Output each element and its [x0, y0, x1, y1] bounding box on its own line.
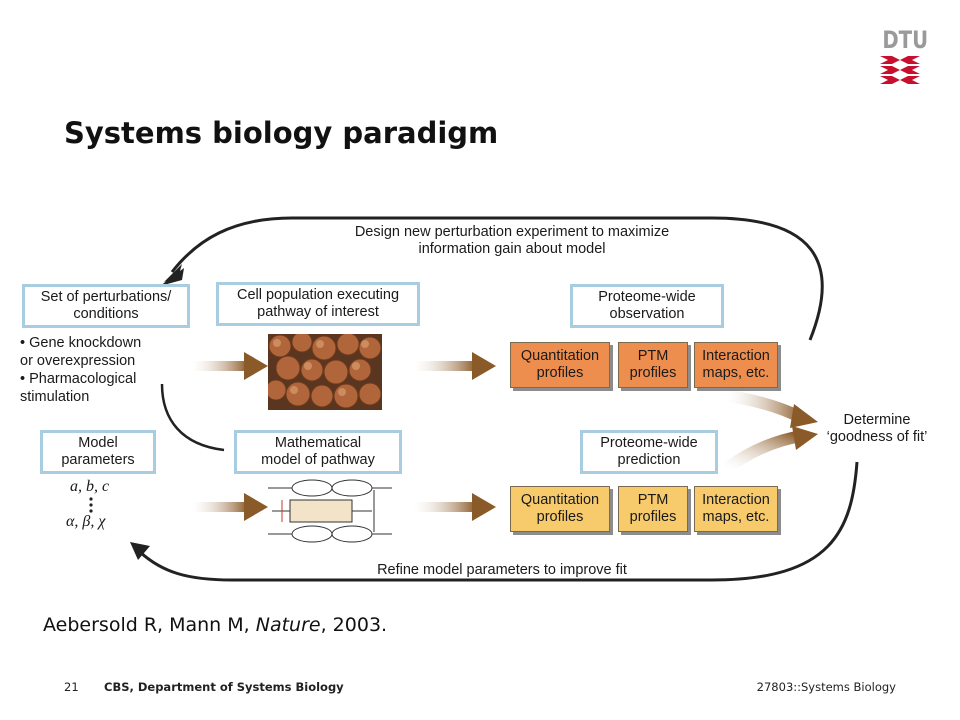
prediction-line-1: Proteome-wide: [600, 435, 698, 451]
predicted-ptm-label-1: PTM: [637, 492, 669, 508]
page-number: 21: [64, 680, 79, 694]
predicted-quantitation-label-2: profiles: [536, 509, 584, 525]
predicted-ptm-label-2: profiles: [629, 509, 677, 525]
cell-population-line-1: Cell population executing: [236, 287, 400, 303]
dtu-logo-text: DTU: [882, 26, 929, 54]
cell-population-line-2: pathway of interest: [257, 304, 379, 320]
determine-fit-text: Determine ‘goodness of fit’: [812, 412, 942, 446]
dtu-logo-icon: [880, 56, 920, 84]
determine-line-2: ‘goodness of fit’: [826, 429, 928, 445]
observed-ptm-label-1: PTM: [637, 348, 669, 364]
prediction-box: Proteome-wide prediction: [580, 430, 718, 474]
determine-line-1: Determine: [843, 412, 911, 428]
observed-interaction-label-2: maps, etc.: [702, 365, 770, 381]
design-experiment-line-2: information gain about model: [418, 241, 606, 257]
citation-year: , 2003.: [320, 614, 388, 636]
bullet-pharmacological: • Pharmacological: [20, 371, 137, 387]
arrow-cells-to-observation: [414, 352, 496, 380]
diagram-arrows: [130, 216, 859, 582]
pathway-model-sketch: [268, 479, 392, 543]
observed-ptm-profiles: PTM profiles: [618, 342, 688, 388]
perturbations-line-1: Set of perturbations/: [40, 289, 172, 305]
observed-interaction-label-1: Interaction: [702, 348, 770, 364]
slide-title: Systems biology paradigm: [64, 116, 499, 150]
model-parameters-line-2: parameters: [61, 452, 135, 468]
math-model-line-2: model of pathway: [261, 452, 375, 468]
cell-population-image: [268, 334, 382, 410]
bottom-loop-arrowhead: [130, 542, 150, 560]
predicted-quantitation-label-1: Quantitation: [520, 492, 600, 508]
observed-quantitation-profiles: Quantitation profiles: [510, 342, 610, 388]
citation-journal: Nature: [255, 614, 321, 636]
observed-ptm-label-2: profiles: [629, 365, 677, 381]
arrow-observation-to-fit: [726, 390, 818, 428]
arrow-prediction-to-fit: [723, 426, 818, 473]
observation-line-1: Proteome-wide: [598, 289, 696, 305]
arrow-model-to-prediction: [414, 493, 496, 521]
bullet-overexpression: or overexpression: [20, 353, 136, 369]
predicted-quantitation-profiles: Quantitation profiles: [510, 486, 610, 532]
model-parameters-line-1: Model: [78, 435, 118, 451]
design-experiment-text: Design new perturbation experiment to ma…: [322, 224, 702, 258]
perturbations-line-2: conditions: [73, 306, 139, 322]
observation-box: Proteome-wide observation: [570, 284, 724, 328]
observed-interaction-maps: Interaction maps, etc.: [694, 342, 778, 388]
parameter-letters-latin: a, b, c: [70, 478, 110, 495]
bullet-stimulation: stimulation: [20, 389, 90, 405]
model-parameters-box: Model parameters: [40, 430, 156, 474]
left-connector-curve: [160, 383, 225, 452]
predicted-interaction-label-2: maps, etc.: [702, 509, 770, 525]
systems-biology-diagram: Design new perturbation experiment to ma…: [12, 200, 950, 600]
footer-course: 27803::Systems Biology: [756, 680, 896, 694]
observation-line-2: observation: [609, 306, 685, 322]
observed-quantitation-label-2: profiles: [536, 365, 584, 381]
design-experiment-line-1: Design new perturbation experiment to ma…: [354, 224, 670, 240]
citation-authors: Aebersold R, Mann M,: [43, 614, 256, 636]
perturbation-bullets: • Gene knockdown or overexpression • Pha…: [20, 334, 141, 406]
math-model-box: Mathematical model of pathway: [234, 430, 402, 474]
parameter-letters-greek: α, β, χ: [66, 513, 106, 530]
predicted-interaction-label-1: Interaction: [702, 492, 770, 508]
bullet-gene-knockdown: • Gene knockdown: [20, 335, 142, 351]
parameter-ellipsis-icon: [89, 497, 93, 513]
citation: Aebersold R, Mann M, Nature, 2003.: [43, 614, 387, 636]
arrow-params-to-model: [192, 493, 268, 521]
top-loop-arrow: [170, 216, 824, 341]
refine-parameters-text: Refine model parameters to improve fit: [377, 562, 627, 578]
bottom-loop-arrow: [138, 461, 859, 582]
prediction-line-2: prediction: [617, 452, 681, 468]
arrow-perturb-to-cells: [192, 352, 268, 380]
footer-department: CBS, Department of Systems Biology: [104, 680, 344, 694]
predicted-interaction-maps: Interaction maps, etc.: [694, 486, 778, 532]
predicted-ptm-profiles: PTM profiles: [618, 486, 688, 532]
cell-population-box: Cell population executing pathway of int…: [216, 282, 420, 326]
observed-quantitation-label-1: Quantitation: [520, 348, 600, 364]
math-model-line-1: Mathematical: [274, 435, 362, 451]
perturbations-box: Set of perturbations/ conditions: [22, 284, 190, 328]
